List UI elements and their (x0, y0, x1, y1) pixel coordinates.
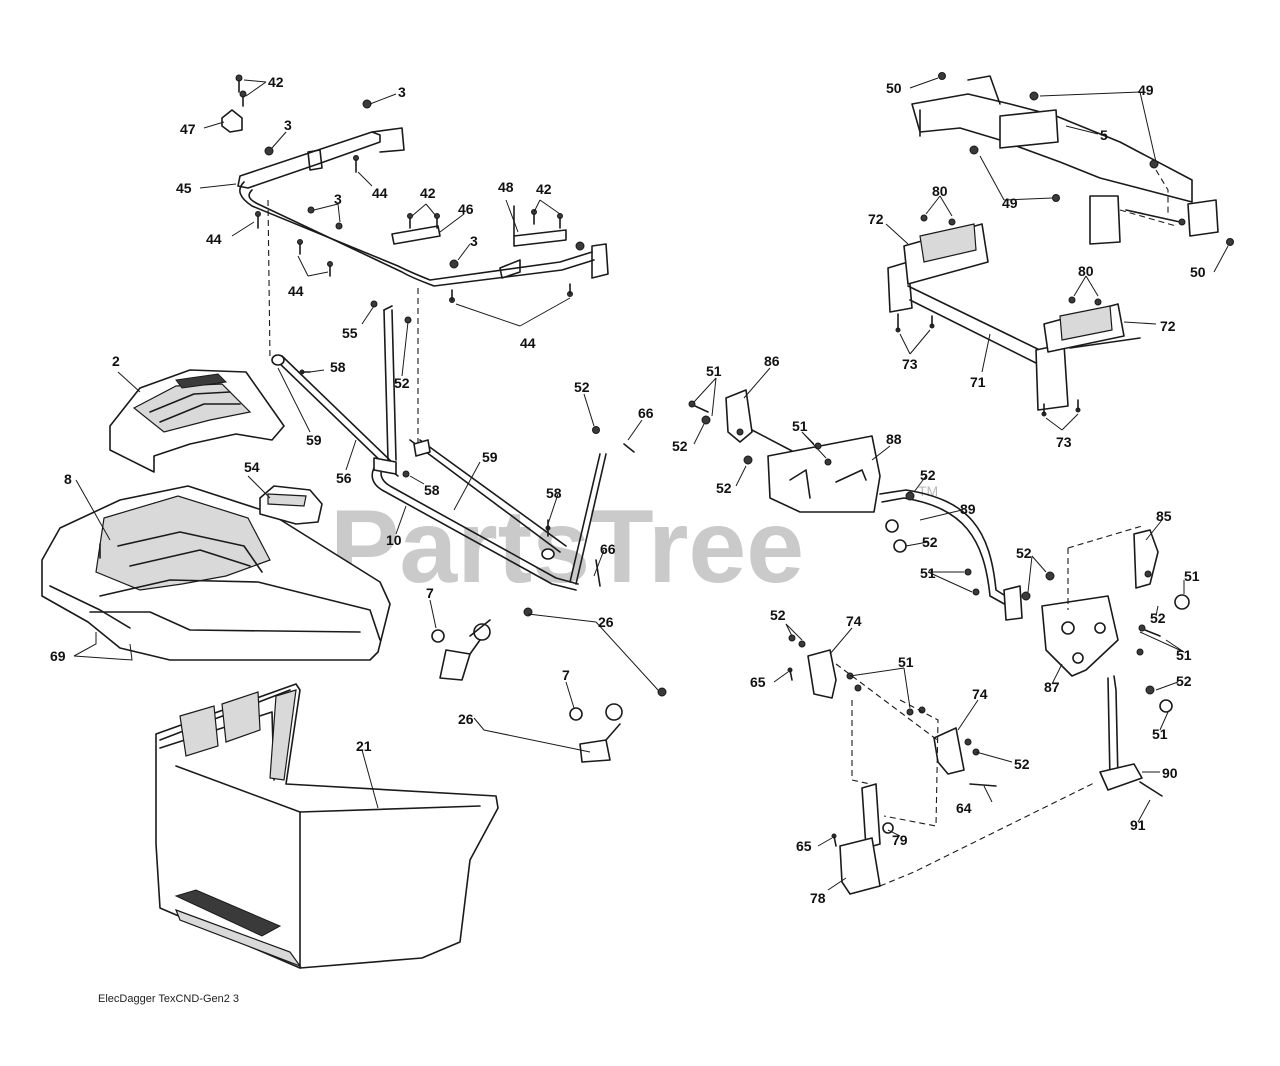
callout-51: 51 (1152, 726, 1168, 742)
callout-85: 85 (1156, 508, 1172, 524)
callout-7: 7 (426, 585, 434, 601)
left-leaders (73, 79, 659, 809)
callout-52: 52 (574, 379, 590, 395)
callout-52: 52 (1014, 756, 1030, 772)
callout-58: 58 (546, 485, 562, 501)
callout-80: 80 (1078, 263, 1094, 279)
callout-26: 26 (458, 711, 474, 727)
callout-49: 49 (1002, 195, 1018, 211)
latch-springs (431, 607, 667, 763)
callout-52: 52 (672, 438, 688, 454)
lift-arm-assembly (885, 195, 1157, 431)
callout-3: 3 (284, 117, 292, 133)
callout-44: 44 (288, 283, 304, 299)
watermark-text: PartsTree (330, 489, 804, 605)
callout-42: 42 (268, 74, 284, 90)
callout-50: 50 (886, 80, 902, 96)
callout-2: 2 (112, 353, 120, 369)
bag-top-cover (109, 369, 285, 473)
lift-bar-assembly (909, 72, 1234, 273)
fastener-bolts (235, 74, 585, 303)
callout-86: 86 (764, 353, 780, 369)
callout-50: 50 (1190, 264, 1206, 280)
callout-64: 64 (956, 800, 972, 816)
chute-door (259, 485, 323, 525)
callout-44: 44 (520, 335, 536, 351)
bag-frame-assembly (221, 74, 609, 456)
callout-5: 5 (1100, 127, 1108, 143)
watermark: PartsTree TM (330, 483, 938, 605)
watermark-trademark: TM (918, 483, 938, 499)
callout-66: 66 (600, 541, 616, 557)
callout-7: 7 (562, 667, 570, 683)
callout-91: 91 (1130, 817, 1146, 833)
callout-65: 65 (796, 838, 812, 854)
support-rods (271, 300, 635, 591)
callout-90: 90 (1162, 765, 1178, 781)
callout-74: 74 (972, 686, 988, 702)
callout-51: 51 (920, 565, 936, 581)
callout-48: 48 (498, 179, 514, 195)
callout-59: 59 (306, 432, 322, 448)
callout-51: 51 (792, 418, 808, 434)
pivot-bracket-assembly (688, 367, 1023, 621)
callout-66: 66 (638, 405, 654, 421)
callout-51: 51 (898, 654, 914, 670)
callout-42: 42 (536, 181, 552, 197)
callout-44: 44 (372, 185, 388, 201)
callout-72: 72 (868, 211, 884, 227)
callout-52: 52 (1016, 545, 1032, 561)
callout-52: 52 (1176, 673, 1192, 689)
lower-linkage-assembly (773, 623, 1097, 895)
callout-52: 52 (922, 534, 938, 550)
callout-55: 55 (342, 325, 358, 341)
callout-3: 3 (470, 233, 478, 249)
callout-69: 69 (50, 648, 66, 664)
callout-59: 59 (482, 449, 498, 465)
side-plate-assembly (1021, 519, 1190, 823)
callout-45: 45 (176, 180, 192, 196)
callout-54: 54 (244, 459, 260, 475)
callout-52: 52 (770, 607, 786, 623)
callout-3: 3 (334, 191, 342, 207)
callout-52: 52 (920, 467, 936, 483)
callout-26: 26 (598, 614, 614, 630)
bag-front-cover (41, 485, 391, 661)
callout-73: 73 (902, 356, 918, 372)
callout-65: 65 (750, 674, 766, 690)
diagram-code: ElecDagger TexCND-Gen2 3 (98, 993, 239, 1005)
callout-56: 56 (336, 470, 352, 486)
callout-73: 73 (1056, 434, 1072, 450)
callout-49: 49 (1138, 82, 1154, 98)
callout-52: 52 (394, 375, 410, 391)
callout-52: 52 (1150, 610, 1166, 626)
callout-78: 78 (810, 890, 826, 906)
callout-87: 87 (1044, 679, 1060, 695)
callout-51: 51 (1184, 568, 1200, 584)
callout-89: 89 (960, 501, 976, 517)
callout-42: 42 (420, 185, 436, 201)
callout-51: 51 (706, 363, 722, 379)
callout-10: 10 (386, 532, 402, 548)
callout-44: 44 (206, 231, 222, 247)
callout-79: 79 (892, 832, 908, 848)
callout-80: 80 (932, 183, 948, 199)
callout-8: 8 (64, 471, 72, 487)
callout-3: 3 (398, 84, 406, 100)
callout-72: 72 (1160, 318, 1176, 334)
grass-bag (155, 683, 499, 969)
callout-58: 58 (424, 482, 440, 498)
callout-51: 51 (1176, 647, 1192, 663)
callout-labels: 42 3 47 3 44 45 44 3 42 46 48 42 3 44 44… (50, 74, 1206, 906)
callout-46: 46 (458, 201, 474, 217)
callout-74: 74 (846, 613, 862, 629)
callout-58: 58 (330, 359, 346, 375)
callout-52: 52 (716, 480, 732, 496)
callout-71: 71 (970, 374, 986, 390)
callout-47: 47 (180, 121, 196, 137)
callout-88: 88 (886, 431, 902, 447)
callout-21: 21 (356, 738, 372, 754)
